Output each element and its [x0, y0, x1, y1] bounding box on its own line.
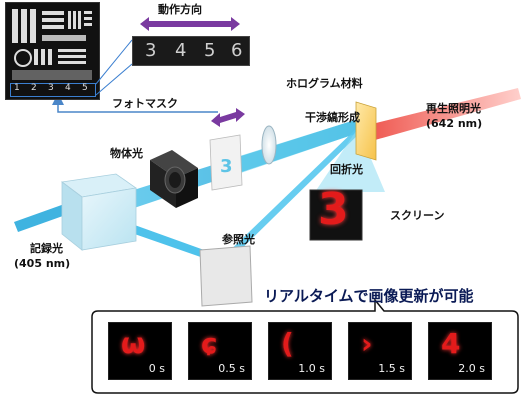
- screen-label: スクリーン: [390, 209, 445, 222]
- recording-wavelength: (405 nm): [14, 257, 71, 270]
- lens: [261, 125, 277, 165]
- strip-digit-4: 4: [175, 40, 187, 61]
- object-device: [150, 150, 198, 208]
- frame-time: 1.0 s: [298, 362, 325, 375]
- frame-time: 2.0 s: [458, 362, 485, 375]
- reconstruction-wavelength: (642 nm): [426, 117, 483, 130]
- diffracted-beam: [315, 128, 385, 192]
- frame-glyph: (: [281, 327, 294, 360]
- frame-0-5s: ɕ 0.5 s: [188, 322, 252, 380]
- reconstruction-beam: [372, 88, 521, 140]
- mask-number-1: 1: [14, 83, 20, 93]
- strip-digit-3: 3: [145, 40, 157, 61]
- motion-direction-label: 動作方向: [158, 3, 202, 16]
- beam-splitter-cube: [60, 173, 138, 251]
- interference-fringe-label: 干渉縞形成: [305, 111, 360, 124]
- frame-glyph: 4: [441, 327, 461, 360]
- realtime-caption: リアルタイムで画像更新が可能: [264, 287, 474, 305]
- reference-mirror: [199, 245, 253, 307]
- hologram-plate: [355, 101, 377, 161]
- photomask-pointer-arrow: [52, 93, 218, 113]
- screen-glyph: 3: [318, 184, 349, 235]
- diffracted-light-label: 回折光: [330, 163, 363, 176]
- frame-glyph: ɕ: [201, 327, 218, 360]
- recording-light-label: 記録光: [30, 242, 63, 255]
- frame-glyph: ω: [121, 327, 146, 360]
- frame-1-0s: ( 1.0 s: [268, 322, 332, 380]
- mask-number-2: 2: [31, 83, 37, 93]
- frame-2-0s: 4 2.0 s: [428, 322, 492, 380]
- mask-strip: 3 4 5 6: [132, 36, 250, 66]
- svg-text:3: 3: [220, 156, 233, 177]
- frame-time: 0 s: [148, 362, 165, 375]
- frame-0s: ω 0 s: [108, 322, 172, 380]
- mask-number-4: 4: [65, 83, 71, 93]
- frame-1-5s: › 1.5 s: [348, 322, 412, 380]
- object-light-label: 物体光: [110, 147, 143, 160]
- reconstruction-light-label: 再生照明光: [426, 102, 481, 115]
- plate-motion-arrow: [211, 108, 245, 127]
- mask-number-3: 3: [48, 83, 54, 93]
- photomask-label: フォトマスク: [112, 97, 178, 110]
- mask-zoom-lines: [95, 39, 133, 96]
- strip-digit-6: 6: [231, 40, 243, 61]
- reference-light-label: 参照光: [222, 233, 255, 246]
- hologram-material-label: ホログラム材料: [286, 77, 363, 90]
- screen: [309, 189, 363, 241]
- frame-time: 0.5 s: [218, 362, 245, 375]
- frame-glyph: ›: [361, 327, 373, 360]
- frame-time: 1.5 s: [378, 362, 405, 375]
- photomask-pattern: 1 2 3 4 5: [5, 2, 100, 100]
- motion-direction-arrow: [140, 17, 240, 31]
- strip-digit-5: 5: [204, 40, 216, 61]
- mask-plate: 3: [209, 134, 243, 191]
- mask-number-5: 5: [82, 83, 88, 93]
